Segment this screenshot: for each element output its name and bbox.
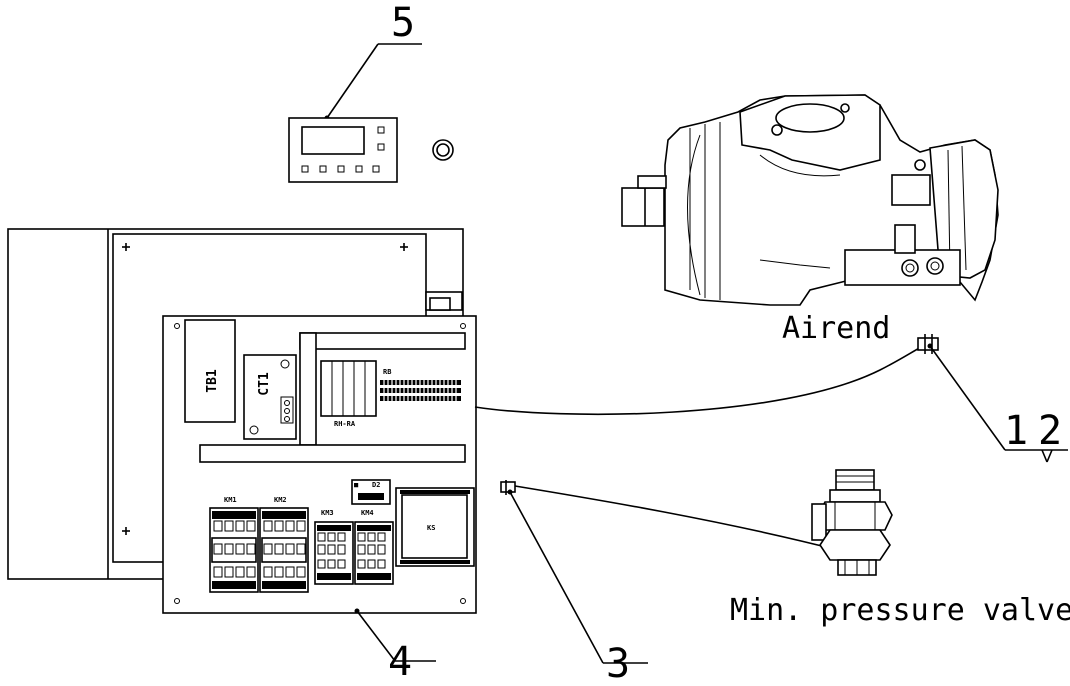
component-d2: ■ D2: [351, 479, 391, 505]
rb-label: RB: [383, 368, 391, 376]
contactor-km1: KM1: [209, 496, 259, 593]
ct1-label: CT1: [257, 372, 272, 396]
callout-2-number: 2: [1038, 408, 1062, 454]
sensor-1-2: [917, 337, 939, 351]
mounting-plate: TB1 CT1 RH-RA RB: [162, 315, 477, 614]
controller-display: [301, 126, 365, 155]
ks-label: KS: [427, 524, 435, 532]
d2-label-left: ■: [354, 481, 359, 489]
controller-panel: [288, 117, 398, 183]
km3-label: KM3: [321, 509, 334, 517]
callout-1-number: 1: [1004, 408, 1028, 454]
controller-board-ks: KS: [395, 487, 475, 567]
airend-label: Airend: [782, 311, 890, 346]
min-pressure-valve-drawing: [811, 469, 893, 576]
airend-drawing: [621, 94, 999, 306]
callout-5-number: 5: [391, 0, 415, 46]
callout-5: 5: [324, 0, 422, 121]
wire-duct-vertical: [299, 332, 317, 446]
min-pressure-valve-label: Min. pressure valve: [730, 593, 1070, 628]
wire-duct-middle: [199, 444, 466, 463]
tb1-label: TB1: [205, 369, 220, 393]
callout-1-2: 1 2: [929, 345, 1068, 463]
callout-3: 3: [509, 491, 648, 686]
pressure-sensor: [500, 480, 839, 551]
temperature-sensor: [474, 334, 939, 416]
callout-4: 4: [354, 608, 436, 685]
airend-shaft: [621, 187, 665, 227]
wire-duct-top: [299, 332, 466, 350]
emergency-stop-button: [432, 139, 454, 161]
terminal-block-tb1: [184, 319, 236, 423]
contactor-km3: KM3: [314, 509, 354, 585]
callout-3-number: 3: [606, 641, 630, 686]
km4-label: KM4: [361, 509, 374, 517]
contactor-km4: KM4: [354, 509, 394, 585]
km1-label: KM1: [224, 496, 237, 504]
contactor-km2: KM2: [259, 496, 309, 593]
relay-bank-rh-ra: RH-RA: [320, 360, 377, 428]
terminal-strip-rb: RB: [380, 368, 461, 401]
rh-ra-label: RH-RA: [334, 420, 356, 428]
km2-label: KM2: [274, 496, 287, 504]
d2-label: D2: [372, 481, 380, 489]
callout-4-number: 4: [388, 639, 412, 685]
